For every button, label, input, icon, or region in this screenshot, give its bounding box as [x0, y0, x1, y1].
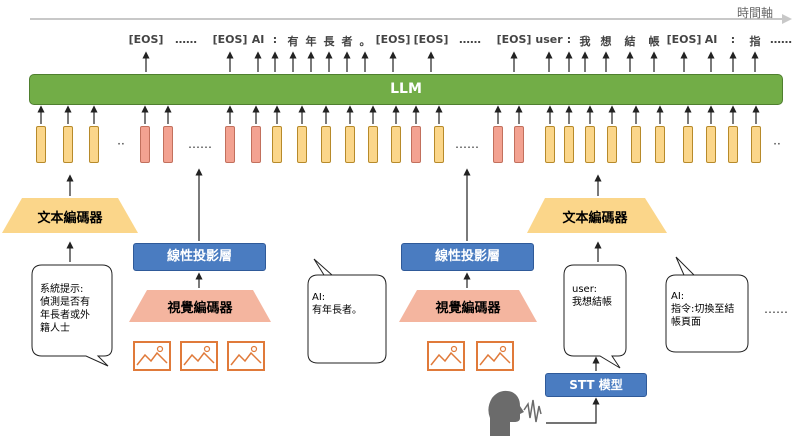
vision-embedding-token — [225, 126, 235, 163]
text-embedding-token — [607, 126, 617, 163]
text-embedding-token — [434, 126, 444, 163]
speaking-person-icon — [488, 390, 542, 436]
text-embedding-token — [545, 126, 555, 163]
vision-encoder-right-shape — [399, 290, 537, 322]
text-embedding-token — [655, 126, 665, 163]
text-embedding-token — [321, 126, 331, 163]
audio-arrow — [546, 397, 600, 424]
projection-layer-right: 線性投影層 — [401, 243, 534, 271]
text-embedding-token — [63, 126, 73, 163]
output-token: [EOS] — [666, 33, 702, 46]
system-bubble-text: 系統提示: 偵測是否有 年長者或外 籍人士 — [40, 284, 90, 334]
text-embedding-token — [683, 126, 693, 163]
text-embedding-token — [706, 126, 716, 163]
time-axis — [30, 14, 792, 24]
vision-embedding-token — [251, 126, 261, 163]
output-token: : — [566, 33, 572, 46]
text-embedding-token — [345, 126, 355, 163]
text-embedding-token — [585, 126, 595, 163]
output-token: 年 — [305, 35, 317, 48]
vision-embedding-token — [411, 126, 421, 163]
text-embedding-token — [728, 126, 738, 163]
output-token: 想 — [600, 35, 612, 48]
projection-layer-left: 線性投影層 — [133, 243, 266, 271]
ellipsis-1: ·· — [117, 137, 125, 151]
vision-encoder-right-label: 視覺編碼器 — [435, 301, 501, 316]
output-token: 結 — [624, 35, 636, 48]
text-encoder-left-shape — [2, 198, 138, 233]
output-token: 我 — [579, 35, 591, 48]
output-token: AI — [251, 33, 265, 46]
output-token: 長 — [323, 35, 335, 48]
text-embedding-token — [272, 126, 282, 163]
vision-embedding-token — [493, 126, 503, 163]
llm-block: LLM — [29, 74, 783, 105]
output-token: user — [535, 33, 563, 46]
output-token: [EOS] — [413, 33, 449, 46]
stt-model-block: STT 模型 — [545, 373, 647, 397]
image-icon — [133, 341, 171, 371]
output-token: [EOS] — [212, 33, 248, 46]
ai-command-bubble-icon — [665, 256, 749, 353]
text-encoder-left-label: 文本編碼器 — [37, 211, 103, 226]
ai-reply-bubble-text: AI: 有年長者。 — [312, 292, 362, 316]
vision-embedding-token — [514, 126, 524, 163]
system-bubble-icon — [31, 264, 113, 367]
user-bubble-text: user: 我想結帳 — [572, 284, 612, 308]
vision-encoder-left-shape — [129, 290, 271, 322]
output-token: 。 — [359, 35, 371, 48]
output-token: …… — [459, 33, 481, 46]
ai-command-bubble-text: AI: 指令:切換至結 帳頁面 — [671, 291, 735, 328]
ellipsis-2: …… — [188, 137, 212, 151]
text-embedding-token — [89, 126, 99, 163]
output-token: [EOS] — [496, 33, 532, 46]
image-icon — [180, 341, 218, 371]
text-encoder-right-shape — [527, 198, 667, 233]
output-token: [EOS] — [128, 33, 164, 46]
trailing-ellipsis: …… — [764, 302, 788, 316]
image-icon — [227, 341, 265, 371]
output-token: …… — [175, 33, 197, 46]
text-embedding-token — [751, 126, 761, 163]
time-axis-label: 時間軸 — [737, 6, 774, 20]
output-token: : — [272, 33, 278, 46]
output-token: 有 — [287, 35, 299, 48]
text-encoder-right-label: 文本編碼器 — [562, 211, 628, 226]
ai-reply-bubble-icon — [307, 258, 387, 364]
text-embedding-token — [36, 126, 46, 163]
output-token: 帳 — [648, 35, 660, 48]
image-icon — [476, 341, 514, 371]
output-token: : — [730, 33, 736, 46]
text-embedding-token — [564, 126, 574, 163]
ellipsis-3: …… — [455, 137, 479, 151]
output-token: [EOS] — [375, 33, 411, 46]
text-embedding-token — [297, 126, 307, 163]
ellipsis-4: ·· — [773, 137, 781, 151]
vision-embedding-token — [163, 126, 173, 163]
output-token: 者 — [341, 35, 353, 48]
output-token: AI — [704, 33, 718, 46]
output-token: 指 — [749, 35, 761, 48]
text-embedding-token — [368, 126, 378, 163]
output-token: …… — [770, 33, 792, 46]
user-bubble-icon — [563, 264, 627, 369]
text-embedding-token — [391, 126, 401, 163]
vision-encoder-left-label: 視覺編碼器 — [167, 301, 233, 316]
image-icon — [427, 341, 465, 371]
vision-embedding-token — [140, 126, 150, 163]
text-embedding-token — [631, 126, 641, 163]
